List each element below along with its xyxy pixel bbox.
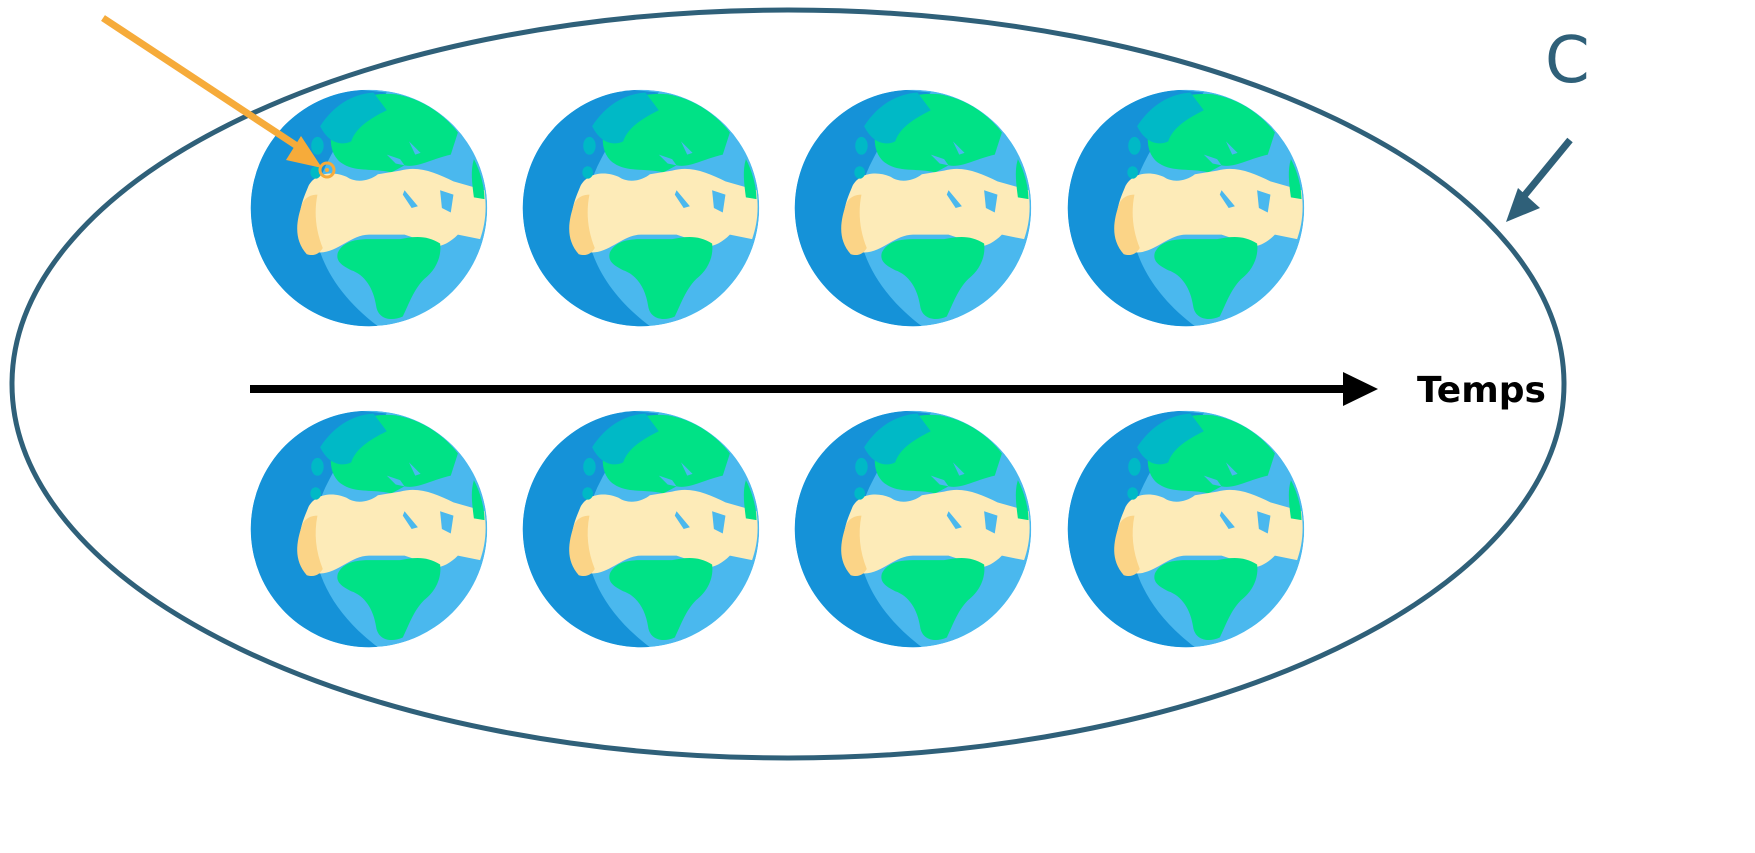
globe-row-1 bbox=[250, 90, 1304, 327]
globe-icon bbox=[250, 411, 487, 648]
globe-icon bbox=[250, 90, 487, 327]
globe-icon bbox=[522, 411, 759, 648]
globe-icon bbox=[794, 90, 1031, 327]
time-axis-arrow bbox=[250, 372, 1378, 406]
time-axis-label: Temps bbox=[1417, 370, 1546, 411]
location-pointer-arrow bbox=[103, 18, 334, 177]
globe-icon bbox=[522, 90, 759, 327]
globe-icon bbox=[1067, 411, 1304, 648]
globe-icon bbox=[794, 411, 1031, 648]
ensemble-ellipse bbox=[12, 10, 1564, 758]
globe-row-2 bbox=[250, 411, 1304, 648]
ensemble-pointer-arrow bbox=[1506, 140, 1570, 222]
clipped-heading-letter: C bbox=[1545, 24, 1590, 98]
globe-icon bbox=[1067, 90, 1304, 327]
